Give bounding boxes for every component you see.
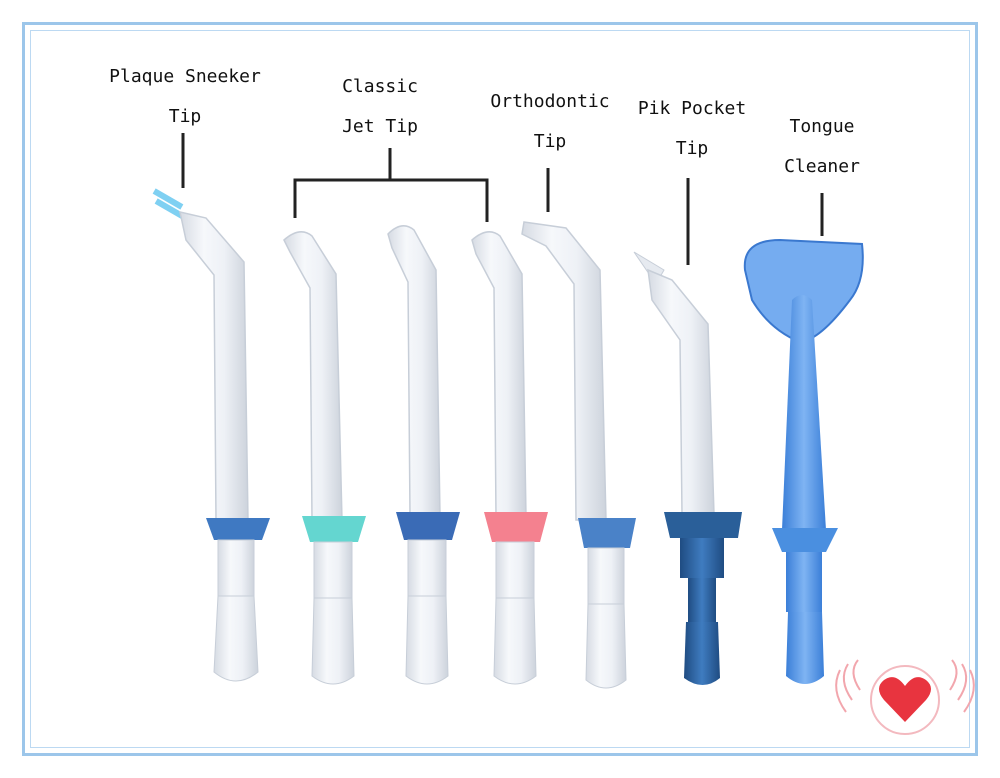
label-orthodontic-line1: Orthodontic bbox=[490, 91, 610, 112]
label-orthodontic: Orthodontic Tip bbox=[482, 82, 618, 162]
label-tongue-cleaner-line2: Cleaner bbox=[784, 156, 860, 177]
leader-lines bbox=[181, 133, 824, 265]
tongue-cleaner-tip bbox=[743, 238, 864, 684]
orthodontic-tip bbox=[521, 221, 636, 689]
label-plaque-sneeker-line2: Tip bbox=[168, 106, 202, 127]
label-tongue-cleaner: Tongue Cleaner bbox=[770, 107, 874, 187]
winged-heart-icon bbox=[835, 659, 975, 735]
label-classic-jet: Classic Jet Tip bbox=[320, 67, 440, 147]
label-orthodontic-line2: Tip bbox=[533, 131, 567, 152]
outer-border bbox=[22, 22, 978, 756]
classic-jet-tip-navy bbox=[387, 225, 460, 685]
inner-border bbox=[30, 30, 970, 748]
bracket-classic-jet bbox=[293, 178, 489, 222]
label-pik-pocket-line1: Pik Pocket bbox=[637, 98, 747, 119]
classic-jet-tip-teal bbox=[283, 231, 366, 685]
label-pik-pocket-line2: Tip bbox=[675, 138, 709, 159]
label-plaque-sneeker-line1: Plaque Sneeker bbox=[109, 66, 261, 87]
label-tongue-cleaner-line1: Tongue bbox=[789, 116, 855, 137]
pik-pocket-tip bbox=[633, 251, 742, 685]
label-plaque-sneeker: Plaque Sneeker Tip bbox=[100, 57, 270, 137]
plaque-sneeker-tip bbox=[152, 188, 270, 682]
classic-jet-tip-pink bbox=[471, 231, 548, 685]
label-classic-jet-line1: Classic bbox=[342, 76, 418, 97]
label-pik-pocket: Pik Pocket Tip bbox=[630, 89, 754, 169]
label-classic-jet-line2: Jet Tip bbox=[342, 116, 418, 137]
